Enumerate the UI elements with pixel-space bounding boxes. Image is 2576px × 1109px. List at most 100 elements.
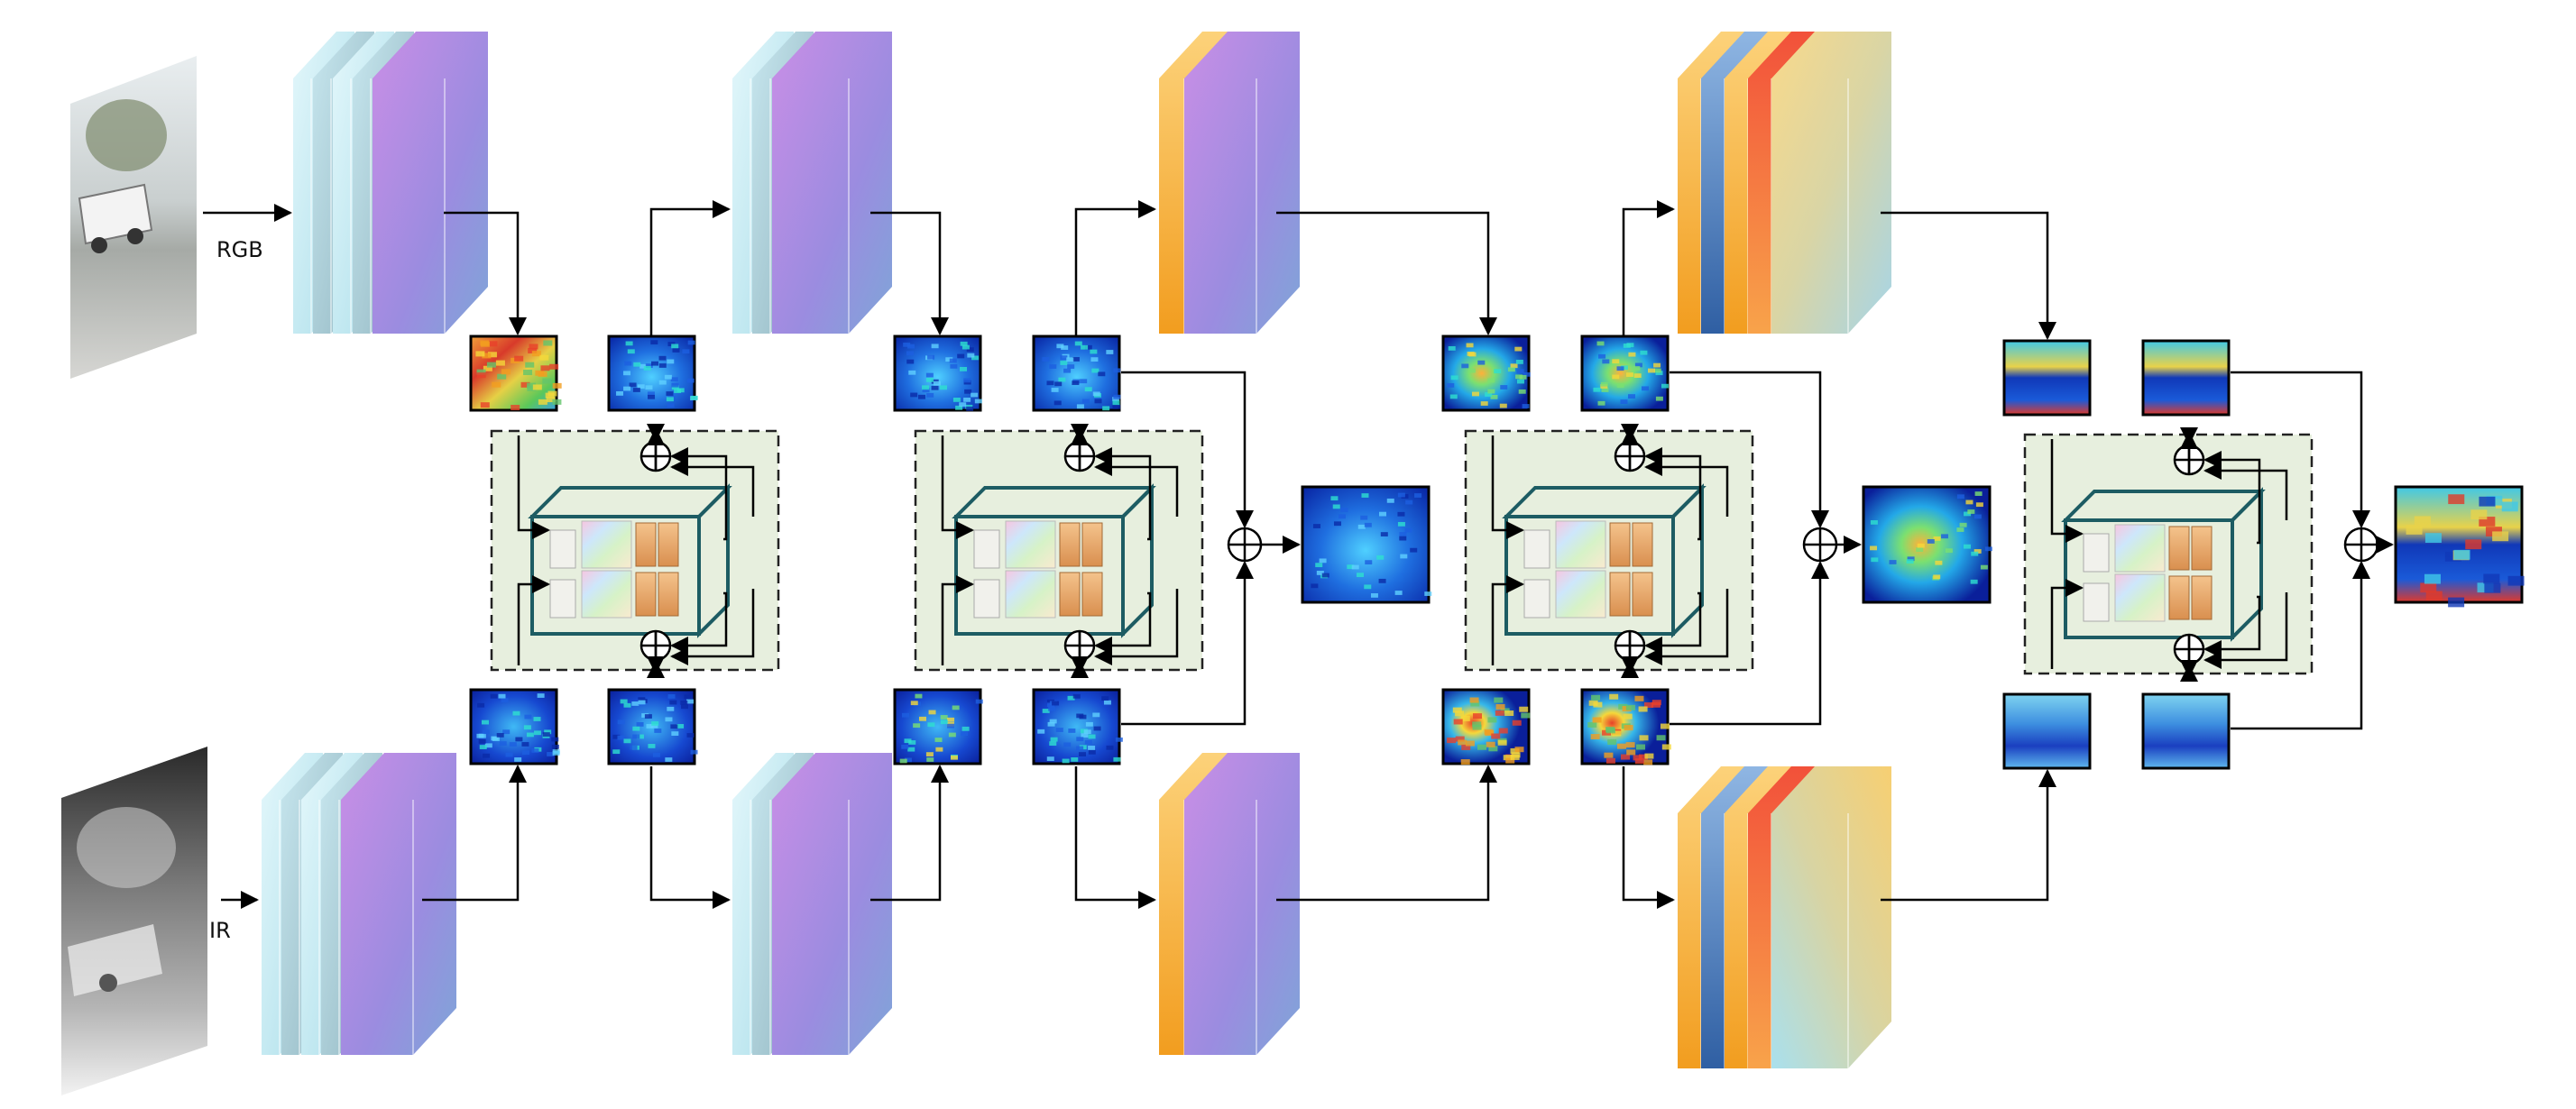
map-speckle xyxy=(1340,508,1348,512)
attn-block xyxy=(1609,572,1631,617)
map-speckle xyxy=(1590,734,1600,740)
stage4-rgb-to-map xyxy=(1881,211,2056,340)
map-speckle xyxy=(1516,369,1524,374)
map-speckle xyxy=(1640,350,1648,355)
map-speckle xyxy=(543,340,553,346)
map-speckle xyxy=(546,397,556,403)
map-speckle xyxy=(1916,547,1924,553)
map-speckle xyxy=(632,726,640,731)
map-speckle xyxy=(686,733,695,738)
map-speckle xyxy=(515,737,523,742)
map-speckle xyxy=(670,724,678,729)
map-speckle xyxy=(654,729,662,733)
stage1-rgb-output-map xyxy=(607,335,698,412)
map-speckle xyxy=(1503,755,1513,761)
stage4-rgb-to-sum xyxy=(2231,371,2370,528)
map-speckle xyxy=(2470,509,2488,520)
stage3-sum xyxy=(1802,527,1838,563)
car-wheel xyxy=(91,237,107,253)
map-speckle xyxy=(1515,359,1523,364)
embed-block xyxy=(1555,520,1606,569)
map-speckle xyxy=(1397,521,1405,527)
attn-block xyxy=(1632,522,1653,567)
map-speckle xyxy=(483,365,492,371)
map-speckle xyxy=(1088,746,1096,750)
map-speckle xyxy=(1468,352,1477,357)
map-speckle xyxy=(1103,700,1111,705)
map-speckle xyxy=(1113,404,1121,409)
map-speckle xyxy=(644,714,652,719)
map-speckle xyxy=(1486,741,1495,747)
map-speckle xyxy=(1049,741,1057,747)
map-speckle xyxy=(686,699,695,704)
map-speckle xyxy=(1515,374,1523,380)
map-speckle xyxy=(1623,713,1633,719)
map-speckle xyxy=(1050,737,1058,742)
map-speckle xyxy=(495,360,505,366)
map-speckle xyxy=(523,725,531,730)
map-speckle xyxy=(1510,363,1518,369)
map-speckle xyxy=(690,749,698,755)
map-speckle xyxy=(1973,549,1982,554)
map-speckle xyxy=(966,347,974,353)
map-speckle xyxy=(902,712,910,718)
map-speckle xyxy=(2501,501,2518,512)
map-speckle xyxy=(1399,536,1407,541)
map-speckle xyxy=(904,757,912,763)
stage2-rgb-layers xyxy=(732,32,892,334)
map-speckle xyxy=(1450,375,1458,380)
map-speckle xyxy=(505,752,513,757)
map-speckle xyxy=(1060,361,1068,365)
map-speckle xyxy=(925,372,934,378)
map-speckle xyxy=(1453,719,1463,725)
map-speckle xyxy=(925,752,934,757)
map-speckle xyxy=(1042,709,1050,713)
map-speckle xyxy=(648,394,656,399)
stage2-rgb-output-map xyxy=(1032,335,1121,412)
map-speckle xyxy=(1625,372,1633,377)
map-speckle xyxy=(1056,344,1064,349)
map-speckle xyxy=(1964,511,1972,517)
map-speckle xyxy=(1115,737,1123,742)
map-speckle xyxy=(1633,755,1642,761)
internal-arrow xyxy=(1491,575,1524,665)
map-speckle xyxy=(671,382,679,388)
map-speckle xyxy=(1616,383,1624,388)
map-speckle xyxy=(1088,749,1096,755)
map-speckle xyxy=(1604,752,1614,758)
map-speckle xyxy=(682,349,690,354)
map-speckle xyxy=(904,738,912,744)
norm-block xyxy=(549,529,576,569)
map-speckle xyxy=(542,378,552,384)
map-speckle xyxy=(1092,391,1100,397)
map-speckle xyxy=(1061,345,1069,350)
map-speckle xyxy=(1638,706,1648,712)
map-speckle xyxy=(667,403,675,408)
map-speckle xyxy=(1870,519,1878,525)
stage1-ir-layers xyxy=(262,753,456,1055)
map-speckle xyxy=(1460,715,1470,721)
map-speckle xyxy=(1980,564,1988,570)
map-speckle xyxy=(551,744,559,749)
map-speckle xyxy=(1505,757,1515,764)
map-speckle xyxy=(1458,739,1467,746)
map-speckle xyxy=(2492,531,2509,542)
map-speckle xyxy=(940,385,948,390)
embed-block xyxy=(1555,570,1606,619)
stage4-fused-map xyxy=(2394,485,2525,608)
map-speckle xyxy=(1102,406,1110,411)
map-speckle xyxy=(1472,724,1482,730)
tree-shape xyxy=(77,807,176,888)
stage3-ir-attention-map xyxy=(1441,688,1531,765)
map-speckle xyxy=(545,392,555,399)
map-speckle xyxy=(1051,388,1059,392)
map-speckle xyxy=(926,377,934,382)
map-speckle xyxy=(1455,710,1465,717)
map-speckle xyxy=(1510,754,1520,760)
internal-arrow xyxy=(1644,591,1702,655)
map-speckle xyxy=(681,704,689,710)
map-speckle xyxy=(501,698,509,703)
map-speckle xyxy=(1047,721,1055,727)
map-speckle xyxy=(636,734,644,739)
